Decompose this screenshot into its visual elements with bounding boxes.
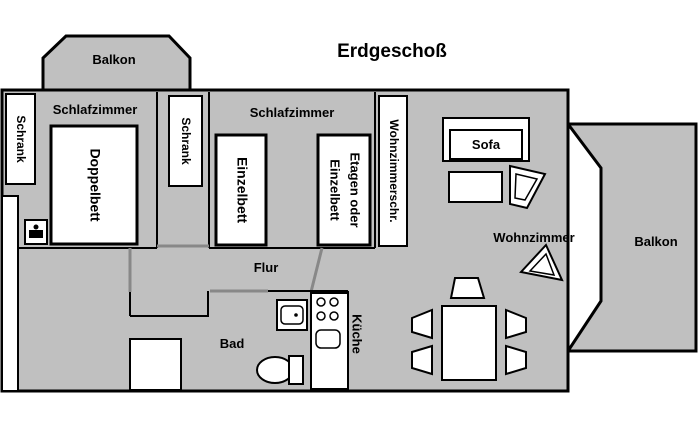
wardrobe-left-label: Schrank	[14, 115, 28, 163]
sofa-label: Sofa	[472, 137, 501, 152]
balcony-right-label: Balkon	[634, 234, 677, 249]
annex-cut	[3, 197, 17, 390]
stove-burner-1-icon	[316, 297, 326, 307]
nightstand-knob-icon	[33, 224, 39, 230]
dining-chair-top	[449, 277, 486, 299]
door-living	[309, 247, 324, 293]
bunk-bed-label-line2: Einzelbett	[328, 159, 343, 221]
armchair-seat	[514, 173, 539, 201]
dining-table	[441, 305, 497, 381]
balcony-top-label: Balkon	[92, 52, 135, 67]
bathroom-label: Bad	[220, 336, 245, 351]
dining-chair-left-1	[411, 308, 433, 340]
wardrobe-middle	[168, 95, 203, 187]
kitchen-label: Küche	[350, 314, 365, 354]
living-cabinet	[378, 95, 408, 247]
annex-wall	[2, 195, 19, 391]
stove-burner-3-icon	[316, 311, 326, 321]
stove-burner-4-icon	[329, 311, 339, 321]
wardrobe-middle-label: Schrank	[179, 117, 193, 165]
washbasin-bowl	[280, 305, 304, 325]
kitchen-sink	[315, 329, 341, 349]
living-room-label: Wohnzimmer	[493, 230, 574, 245]
bunk-bed	[316, 133, 372, 247]
wall-bath-left	[130, 291, 209, 317]
double-bed	[49, 124, 139, 246]
dining-chair-right-1	[505, 308, 527, 340]
living-cabinet-label: Wohnzimmerschr.	[387, 119, 401, 222]
single-bed	[214, 133, 268, 247]
dining-chair-left-2	[411, 344, 433, 376]
toilet-bowl	[256, 356, 294, 384]
single-bed-label: Einzelbett	[234, 157, 250, 223]
double-bed-label: Doppelbett	[87, 148, 103, 221]
tv-stand-inner	[528, 252, 556, 276]
coffee-table	[448, 171, 503, 203]
dining-chair-right-2	[505, 344, 527, 376]
stove-burner-2-icon	[329, 297, 339, 307]
plan-title: Erdgeschoß	[337, 41, 447, 62]
washbasin-drain-icon	[294, 313, 298, 317]
bedroom-left-label: Schlafzimmer	[53, 102, 138, 117]
nightstand-lamp-icon	[29, 230, 43, 238]
bedroom-middle-label: Schlafzimmer	[250, 105, 335, 120]
sofa-seat	[449, 129, 523, 160]
toilet-tank	[288, 355, 304, 385]
bunk-bed-label-line1: Etagen oder	[348, 152, 363, 227]
hallway-label: Flur	[254, 260, 279, 275]
shower-tray	[129, 338, 182, 391]
wardrobe-left	[5, 93, 36, 185]
